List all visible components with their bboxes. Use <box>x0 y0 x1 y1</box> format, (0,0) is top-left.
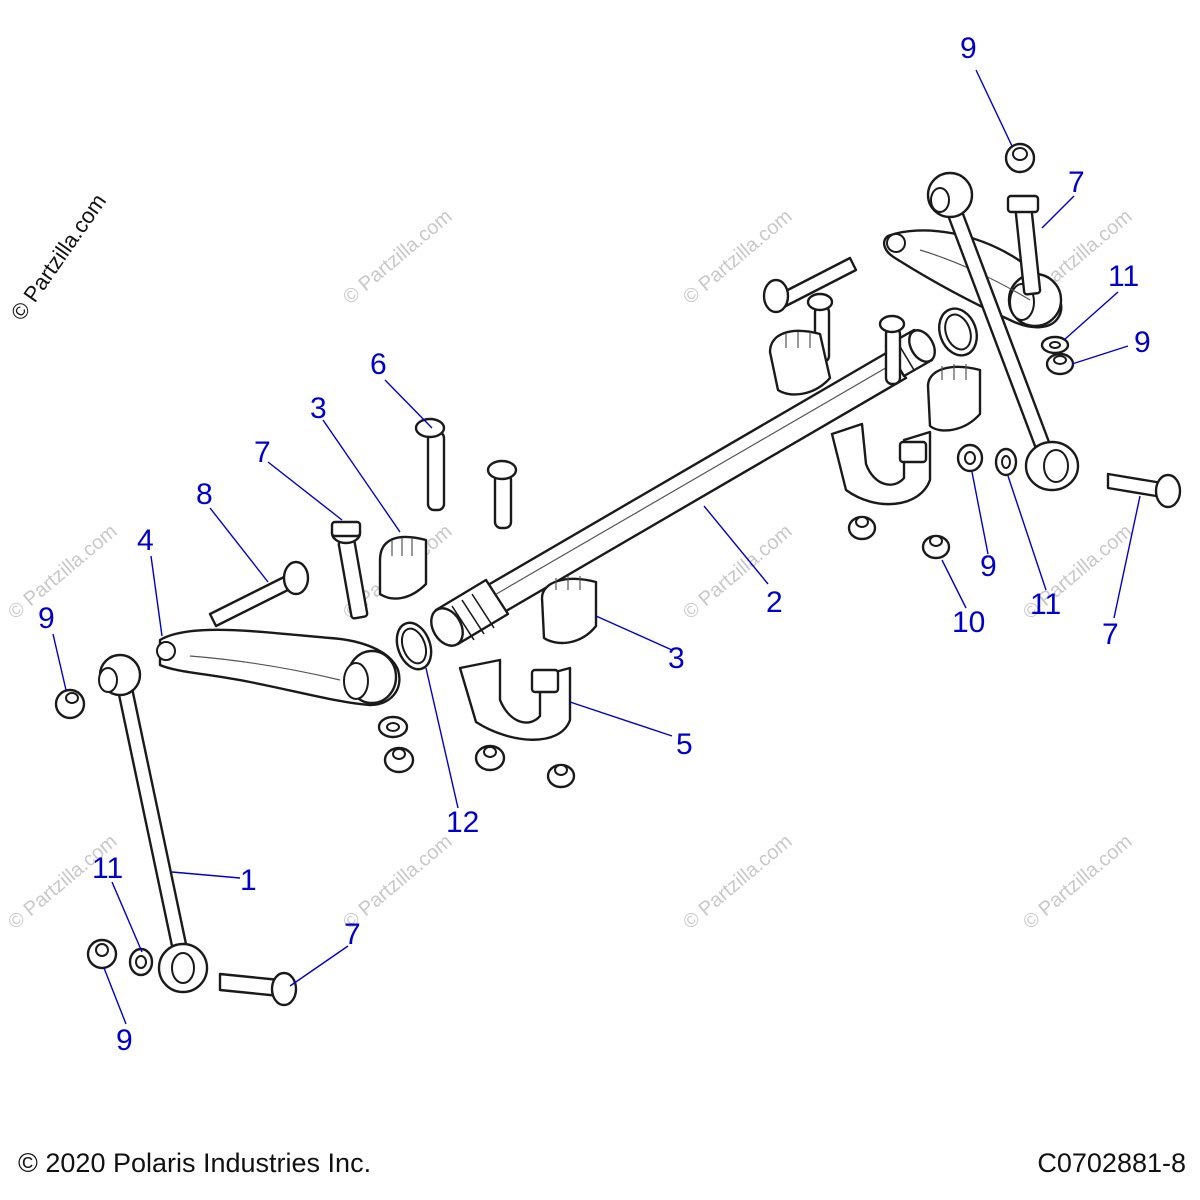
left-sway-arm <box>156 628 401 707</box>
callout-7: 7 <box>254 436 271 469</box>
bolt-right-bottom <box>1106 472 1182 509</box>
copyright-text: © 2020 Polaris Industries Inc. <box>18 1148 372 1178</box>
bushing-left-upper <box>378 535 428 600</box>
callout-7: 7 <box>344 918 361 951</box>
right-link-rod <box>926 171 1080 492</box>
bolt-8 <box>208 560 310 628</box>
callout-labels: 9 7 11 9 6 3 7 8 4 9 2 3 5 12 1 11 7 9 9… <box>38 32 1151 1057</box>
washer-center-a <box>377 715 409 739</box>
nut-right-mid-a <box>847 515 877 541</box>
watermark-tile: © Partzilla.com <box>339 205 456 308</box>
callout-11: 11 <box>1108 260 1139 293</box>
o-ring-right-inner <box>944 313 972 351</box>
bushing-right-lower <box>926 364 982 432</box>
callout-4: 4 <box>137 524 154 557</box>
clamp-left <box>458 658 572 741</box>
callout-2: 2 <box>766 586 783 619</box>
left-link-rod <box>98 653 209 994</box>
callout-11: 11 <box>1030 588 1061 621</box>
partzilla-watermark: © Partzilla.com <box>6 189 112 325</box>
bolt-bottom-left <box>218 971 298 1007</box>
clamp-right <box>830 422 932 506</box>
washer-right-11 <box>994 447 1018 477</box>
callout-9: 9 <box>38 602 55 635</box>
watermark-tile: © Partzilla.com <box>4 520 121 623</box>
bolt-upper-left <box>330 520 369 620</box>
callout-5: 5 <box>676 728 693 761</box>
callout-7: 7 <box>1102 618 1119 651</box>
callout-1: 1 <box>240 864 257 897</box>
callout-9: 9 <box>116 1024 133 1057</box>
pin-left-a <box>414 417 446 512</box>
callout-8: 8 <box>196 478 213 511</box>
nut-left-bottom <box>86 938 118 970</box>
callout-11: 11 <box>92 852 123 885</box>
callout-9: 9 <box>1134 326 1151 359</box>
nut-right-top <box>1004 142 1036 174</box>
pin-left-b <box>486 459 518 530</box>
nut-center-b <box>474 744 506 772</box>
o-ring-left-inner <box>400 627 428 665</box>
nut-center-c <box>546 763 576 789</box>
watermark-tile: © Partzilla.com <box>1019 830 1136 933</box>
washer-right-top <box>1040 335 1070 355</box>
callout-3: 3 <box>310 392 327 425</box>
nut-center-a <box>383 746 415 774</box>
nut-right-top-2 <box>1045 352 1075 376</box>
callout-10: 10 <box>952 606 985 639</box>
callout-9: 9 <box>980 550 997 583</box>
bushing-right-upper <box>768 329 832 396</box>
nut-right-mid-b <box>921 534 951 560</box>
drawing-id: C0702881-8 <box>1037 1148 1186 1178</box>
washer-left-bottom <box>128 947 154 977</box>
callout-9: 9 <box>960 32 977 65</box>
callout-3: 3 <box>668 642 685 675</box>
nut-left-top <box>54 688 86 720</box>
callout-12: 12 <box>446 806 479 839</box>
bushing-left-lower <box>540 576 598 645</box>
bolt-upper-right <box>762 256 858 314</box>
callout-7: 7 <box>1068 166 1085 199</box>
bolt-right-arm <box>1006 194 1042 296</box>
nut-right-9 <box>956 443 984 473</box>
watermark-tile: © Partzilla.com <box>679 830 796 933</box>
leader-lines <box>52 69 1141 1025</box>
pin-right-b <box>878 314 906 386</box>
callout-6: 6 <box>370 348 387 381</box>
